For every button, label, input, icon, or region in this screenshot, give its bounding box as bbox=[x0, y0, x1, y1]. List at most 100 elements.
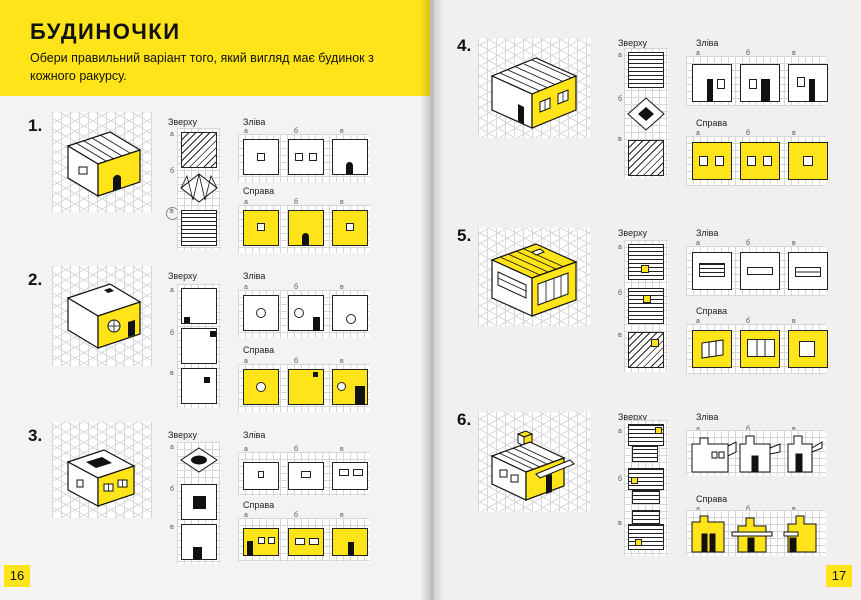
letter-v: в bbox=[340, 284, 344, 291]
letter-v: в bbox=[170, 370, 174, 377]
label-top: Зверху bbox=[618, 228, 648, 238]
left-option-v[interactable] bbox=[332, 462, 368, 490]
letter-a: а bbox=[170, 131, 174, 138]
right-option-b[interactable] bbox=[288, 528, 324, 556]
top-option-v[interactable] bbox=[181, 210, 217, 246]
right-option-b[interactable] bbox=[288, 369, 324, 405]
top-option-b[interactable] bbox=[181, 484, 217, 520]
letter-a: а bbox=[244, 446, 248, 453]
left-option-a[interactable] bbox=[243, 295, 279, 331]
letter-a: а bbox=[696, 240, 700, 247]
letter-a: а bbox=[618, 244, 622, 251]
top-option-v[interactable] bbox=[181, 524, 217, 560]
label-right: Справа bbox=[243, 345, 275, 355]
left-option-v[interactable] bbox=[332, 295, 368, 331]
letter-b: б bbox=[746, 426, 750, 433]
instructions: Обери правильний варіант того, який вигл… bbox=[30, 51, 374, 83]
label-top: Зверху bbox=[168, 430, 198, 440]
letter-b: б bbox=[294, 358, 299, 365]
left-option-v[interactable] bbox=[788, 252, 828, 290]
letter-b: б bbox=[746, 240, 751, 247]
top-option-b[interactable] bbox=[177, 170, 221, 206]
top-option-b-roof bbox=[628, 468, 664, 490]
letter-b: б bbox=[618, 96, 623, 103]
left-view-options[interactable] bbox=[688, 432, 824, 474]
right-option-b[interactable] bbox=[288, 210, 324, 246]
right-option-a[interactable] bbox=[243, 369, 279, 405]
top-option-a[interactable] bbox=[628, 244, 664, 280]
right-option-a[interactable] bbox=[243, 528, 279, 556]
top-option-b[interactable] bbox=[632, 490, 660, 504]
top-option-a[interactable] bbox=[628, 52, 664, 88]
label-left: Зліва bbox=[243, 271, 266, 281]
page-number-right: 17 bbox=[826, 565, 852, 587]
letter-v: в bbox=[792, 318, 796, 325]
top-option-v[interactable] bbox=[181, 368, 217, 404]
letter-v: в bbox=[340, 446, 344, 453]
left-option-v[interactable] bbox=[788, 64, 828, 102]
letter-a: а bbox=[244, 199, 248, 206]
left-page: БУДИНОЧКИ Обери правильний варіант того,… bbox=[0, 0, 430, 600]
letter-b: б bbox=[170, 330, 175, 337]
right-option-v[interactable] bbox=[332, 369, 368, 405]
top-option-b[interactable] bbox=[624, 96, 668, 132]
left-option-b[interactable] bbox=[288, 139, 324, 175]
letter-b: б bbox=[746, 50, 751, 57]
letter-a: а bbox=[696, 130, 700, 137]
label-right: Справа bbox=[696, 118, 728, 128]
letter-v: в bbox=[170, 208, 174, 215]
label-right: Справа bbox=[696, 494, 728, 504]
letter-v: в bbox=[792, 50, 796, 57]
top-option-v[interactable] bbox=[628, 332, 664, 368]
label-left: Зліва bbox=[696, 38, 719, 48]
label-top: Зверху bbox=[618, 38, 648, 48]
top-option-b[interactable] bbox=[181, 328, 217, 364]
label-right: Справа bbox=[696, 306, 728, 316]
letter-v: в bbox=[340, 199, 344, 206]
left-option-a[interactable] bbox=[692, 64, 732, 102]
house-1-illustration bbox=[66, 131, 142, 198]
right-page: 4. Зверху а б в Зліва а bbox=[430, 0, 861, 600]
left-option-a[interactable] bbox=[692, 252, 732, 290]
top-option-a[interactable] bbox=[632, 446, 658, 462]
left-option-a[interactable] bbox=[243, 462, 279, 490]
right-view-options[interactable] bbox=[688, 512, 824, 554]
top-option-a[interactable] bbox=[177, 444, 221, 480]
top-option-v[interactable] bbox=[628, 140, 664, 176]
label-top: Зверху bbox=[168, 271, 198, 281]
letter-b: б bbox=[294, 128, 299, 135]
left-option-v[interactable] bbox=[332, 139, 368, 175]
letter-a: а bbox=[618, 52, 622, 59]
left-option-b[interactable] bbox=[288, 295, 324, 331]
left-option-b[interactable] bbox=[740, 64, 780, 102]
letter-v: в bbox=[792, 426, 796, 433]
task-number: 5. bbox=[457, 226, 472, 245]
right-option-b[interactable] bbox=[740, 142, 780, 180]
letter-v: в bbox=[340, 512, 344, 519]
top-option-a[interactable] bbox=[181, 288, 217, 324]
left-option-a[interactable] bbox=[243, 139, 279, 175]
letter-v: в bbox=[618, 332, 622, 339]
right-option-a[interactable] bbox=[692, 330, 732, 368]
top-option-a[interactable] bbox=[181, 132, 217, 168]
left-option-b[interactable] bbox=[740, 252, 780, 290]
right-option-b[interactable] bbox=[740, 330, 780, 368]
letter-a: а bbox=[170, 287, 174, 294]
right-option-v[interactable] bbox=[332, 528, 368, 556]
house-3-illustration bbox=[66, 449, 136, 507]
right-option-v[interactable] bbox=[332, 210, 368, 246]
page-title: БУДИНОЧКИ bbox=[30, 19, 181, 44]
right-option-a[interactable] bbox=[692, 142, 732, 180]
letter-v: в bbox=[618, 136, 622, 143]
left-option-b[interactable] bbox=[288, 462, 324, 490]
top-option-b[interactable] bbox=[628, 288, 664, 324]
right-option-v[interactable] bbox=[788, 330, 828, 368]
letter-b: б bbox=[294, 284, 299, 291]
right-option-v[interactable] bbox=[788, 142, 828, 180]
right-option-a[interactable] bbox=[243, 210, 279, 246]
label-top: Зверху bbox=[168, 117, 198, 127]
letter-v: в bbox=[792, 130, 796, 137]
task-number: 2. bbox=[28, 270, 43, 289]
top-option-v[interactable] bbox=[628, 524, 664, 550]
